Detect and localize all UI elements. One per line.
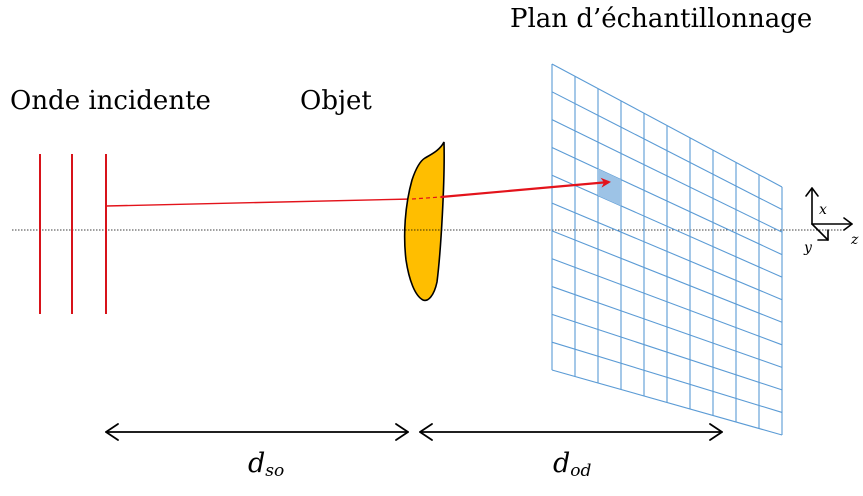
grid-row-line xyxy=(551,174,783,278)
axis-z-label: z xyxy=(851,232,859,248)
distance-object-detector-label: dod xyxy=(553,448,591,481)
grid-row-line xyxy=(551,286,783,368)
highlighted-pixel xyxy=(598,168,621,206)
incident-wavefronts xyxy=(39,154,107,314)
incident-wave-label: Onde incidente xyxy=(10,86,211,116)
distance-symbol: d xyxy=(248,448,266,479)
grid-row-line xyxy=(551,341,783,413)
dso-arrow xyxy=(105,423,409,441)
sampling-plane-label: Plan d’échantillonnage xyxy=(510,4,813,34)
axis-x-label: x xyxy=(819,202,827,218)
grid-row-line xyxy=(551,91,783,211)
grid-row-line xyxy=(551,230,783,323)
x-axis-arrow xyxy=(805,187,819,225)
grid-row-line xyxy=(551,202,783,301)
distance-arrows xyxy=(105,423,723,441)
distance-source-object-label: dso xyxy=(248,448,284,481)
distance-subscript: so xyxy=(265,461,285,481)
grid-row-line xyxy=(551,119,783,233)
z-axis-arrow xyxy=(811,217,853,231)
object-label: Objet xyxy=(300,86,372,116)
sampling-plane-grid xyxy=(551,63,783,436)
ray-through-object xyxy=(411,196,442,200)
coordinate-axes xyxy=(805,187,853,241)
grid-row-line xyxy=(551,369,783,436)
object-shape xyxy=(403,141,445,302)
grid-row-line xyxy=(551,258,783,346)
dod-arrow xyxy=(419,423,723,441)
grid-row-line xyxy=(551,63,783,188)
incident-ray xyxy=(105,198,413,207)
y-axis-arrow xyxy=(811,223,829,241)
distance-subscript: od xyxy=(570,461,592,481)
grid-row-line xyxy=(551,146,783,256)
grid-row-line xyxy=(551,313,783,391)
axis-y-label: y xyxy=(804,240,812,256)
diffracted-ray-arrow xyxy=(440,177,611,199)
distance-symbol: d xyxy=(553,448,571,479)
